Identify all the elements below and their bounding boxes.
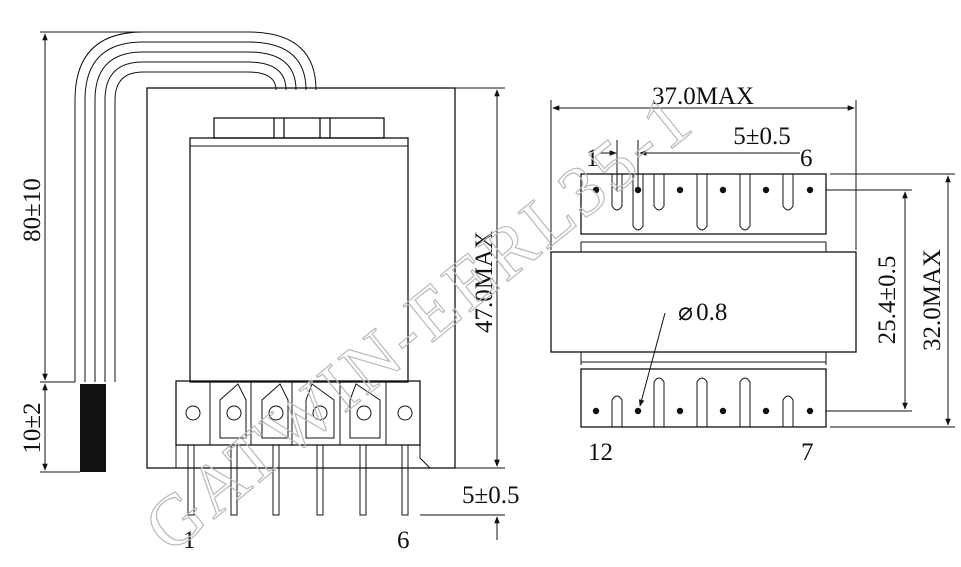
dim-pin-length [420, 440, 505, 540]
bottom-pin-row [580, 368, 827, 428]
dim-height [430, 87, 505, 469]
dim-width [550, 100, 857, 250]
pin-terminals [185, 381, 413, 445]
top-slots [611, 174, 794, 231]
pin-length-label: 5±0.5 [462, 482, 519, 509]
watermark: GATWIN-EERL35-1 [130, 77, 709, 567]
pin-diameter-value: 0.8 [696, 299, 727, 326]
pin-base [175, 380, 421, 446]
width-label: 37.0MAX [652, 83, 754, 110]
pin-6-label: 6 [800, 145, 813, 172]
dim-lead-length [40, 31, 140, 383]
bottom-view: 37.0MAX 5±0.5 1 6 [550, 83, 955, 466]
pin-7-label: 7 [801, 439, 814, 466]
top-pin-dots [592, 186, 814, 194]
top-tabs [213, 117, 385, 139]
core-bottom [550, 251, 857, 353]
pin-12-label: 12 [588, 439, 613, 466]
side-pin-6-label: 6 [397, 527, 410, 554]
dim-pin-pitch [600, 140, 800, 192]
dim-row-spacing [826, 189, 912, 412]
side-pin-1-label: 1 [183, 527, 196, 554]
pin-1-label: 1 [586, 145, 599, 172]
diameter-symbol: ⌀ [678, 299, 693, 326]
bottom-slots [611, 377, 794, 427]
diameter-label: ⌀0.8 [678, 299, 727, 326]
sleeve-length-label: 10±2 [19, 402, 46, 453]
side-view: 80±10 10±2 47.0MAX 5±0.5 1 6 [19, 31, 519, 554]
row-spacing-label: 25.4±0.5 [874, 256, 901, 345]
dim-depth [830, 173, 955, 428]
pin-pitch-label: 5±0.5 [733, 123, 790, 150]
lead-sleeve [80, 384, 106, 472]
lead-length-label: 80±10 [19, 178, 46, 242]
lead-wires [74, 31, 317, 382]
pins [187, 444, 409, 516]
height-label: 47.0MAX [471, 231, 498, 333]
bottom-pin-dots [592, 407, 814, 415]
depth-label: 32.0MAX [919, 249, 946, 351]
core-outline [146, 87, 456, 469]
dim-sleeve-length [40, 383, 80, 473]
